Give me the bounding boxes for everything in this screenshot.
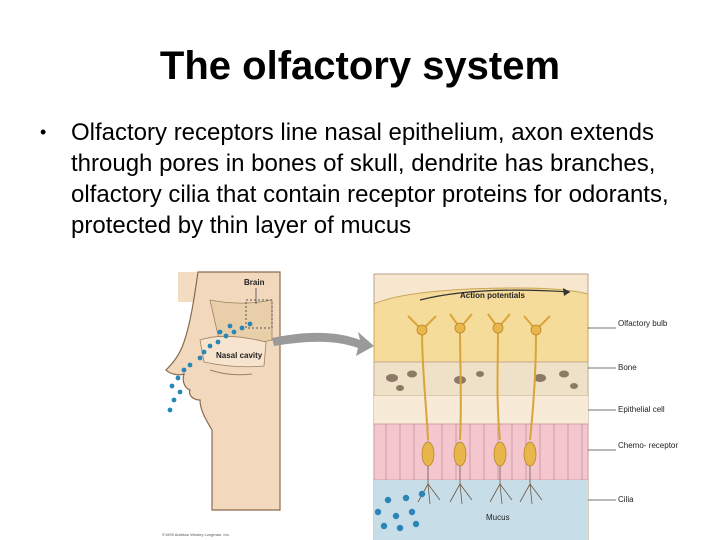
bullet-marker: • xyxy=(40,122,47,142)
bullet-text: Olfactory receptors line nasal epitheliu… xyxy=(71,119,669,239)
zoom-arrow xyxy=(272,332,374,356)
olfactory-diagram: Brain Nasal cavity xyxy=(160,270,680,540)
label-cilia: Cilia xyxy=(618,495,634,504)
figure-credit: ©1999 Addison Wesley Longman, Inc. xyxy=(162,532,230,537)
label-brain: Brain xyxy=(244,278,265,287)
label-mucus: Mucus xyxy=(486,513,510,522)
action-potentials-arrow xyxy=(419,289,571,301)
label-nasal-cavity: Nasal cavity xyxy=(216,351,263,360)
receptor-neurons xyxy=(407,313,551,441)
bullet-list: • Olfactory receptors line nasal epithel… xyxy=(40,117,690,241)
odorant-molecules-right xyxy=(374,490,426,532)
label-olfactory-bulb: Olfactory bulb xyxy=(618,319,668,328)
label-action-potentials: Action potentials xyxy=(460,291,525,300)
label-bone: Bone xyxy=(618,363,637,372)
head-profile xyxy=(165,271,281,511)
label-chemoreceptor-cell: Chemo- receptor cell xyxy=(618,441,680,450)
odorant-molecules-left xyxy=(167,321,253,413)
receptor-cell-bodies xyxy=(416,322,542,467)
label-epithelial-cell: Epithelial cell xyxy=(618,405,665,414)
slide-title: The olfactory system xyxy=(159,44,561,88)
bullet-item: • Olfactory receptors line nasal epithel… xyxy=(40,117,690,241)
